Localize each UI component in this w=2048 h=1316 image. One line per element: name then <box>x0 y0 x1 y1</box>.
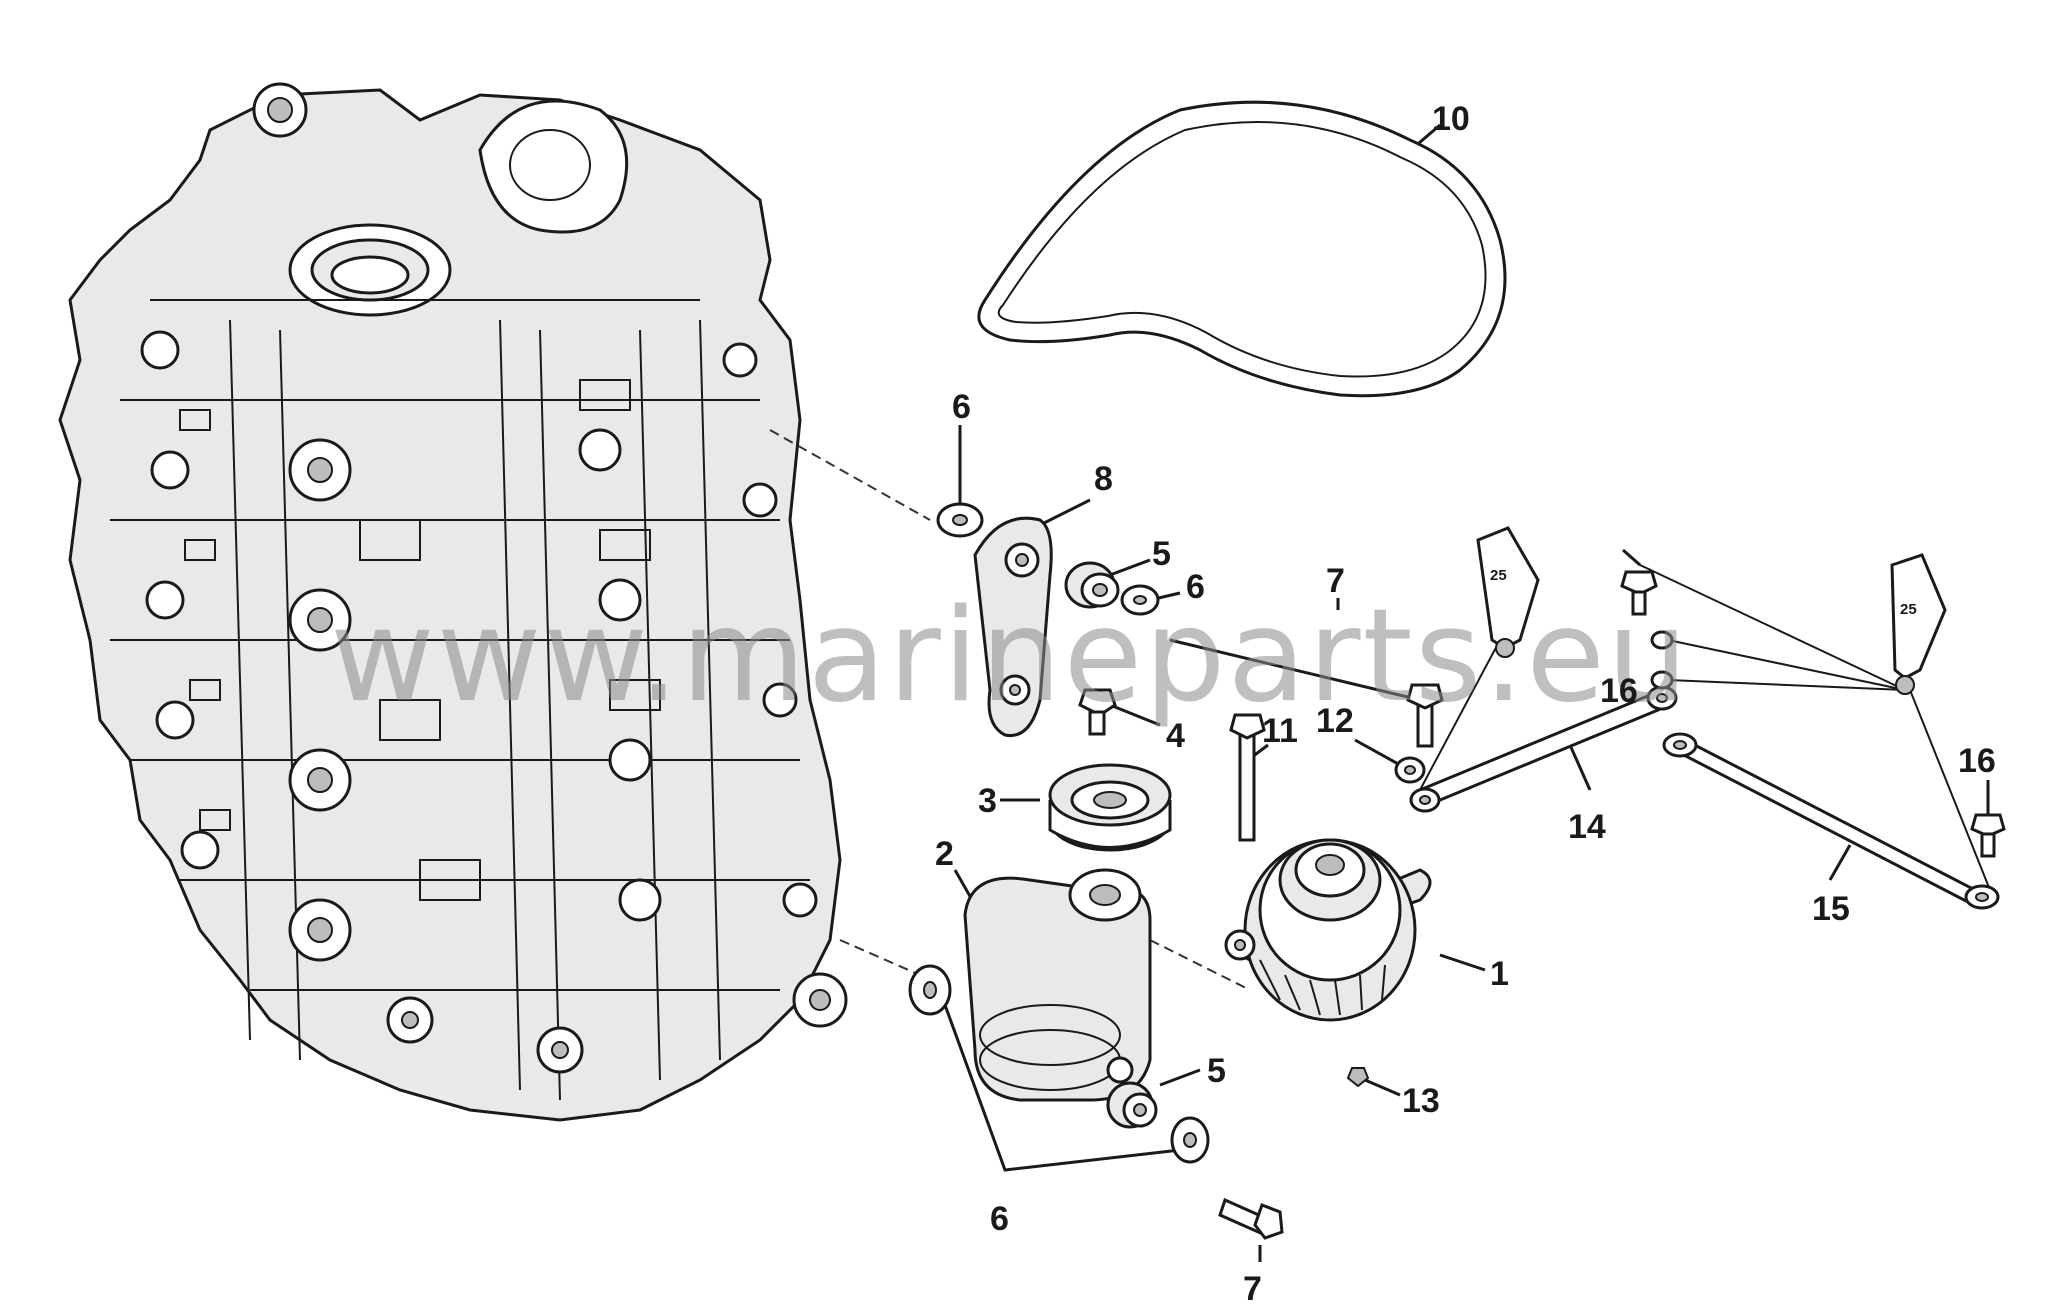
callout-15: 15 <box>1812 890 1850 928</box>
sealant-tube-left: 25 <box>1476 526 1540 658</box>
callout-10: 10 <box>1432 100 1470 138</box>
callout-labels: 10 6 8 5 6 7 4 3 11 12 16 14 16 15 2 1 5… <box>935 100 1996 1308</box>
spacer-12 <box>1394 756 1426 784</box>
bolt-4 <box>1078 688 1117 736</box>
bolt-7-lower <box>1218 1197 1284 1240</box>
callout-5-upper: 5 <box>1152 535 1171 573</box>
callout-12: 12 <box>1316 702 1354 740</box>
nut-13 <box>1346 1067 1370 1088</box>
tube-label-left: 25 <box>1490 567 1507 584</box>
sealant-tube-right: 25 <box>1890 553 1947 695</box>
tie-rod-15 <box>1662 732 2000 910</box>
alternator <box>1224 838 1432 1022</box>
callout-6-mid: 6 <box>1186 568 1205 606</box>
callout-7-bottom: 7 <box>1243 1270 1262 1308</box>
washer-lower-right <box>1170 1116 1210 1164</box>
watermark: www.marineparts.eu <box>330 582 1690 731</box>
callout-14: 14 <box>1568 808 1606 846</box>
pulley-3 <box>1048 763 1172 852</box>
callout-2: 2 <box>935 835 954 873</box>
washer-top <box>936 502 984 538</box>
tube-label-right: 25 <box>1900 601 1917 618</box>
callout-13: 13 <box>1402 1082 1440 1120</box>
bushing-upper <box>1064 561 1120 609</box>
engine-block <box>58 82 848 1122</box>
washer-lower-left <box>908 964 952 1016</box>
callout-1: 1 <box>1490 955 1509 993</box>
bolt-11 <box>1229 713 1266 842</box>
callout-16-top: 16 <box>1600 672 1638 710</box>
callout-16-right: 16 <box>1958 742 1996 780</box>
bolt-7-mid <box>1406 683 1444 748</box>
callout-4: 4 <box>1166 717 1185 755</box>
drive-belt <box>977 100 1507 398</box>
tie-rod-14 <box>1409 685 1678 813</box>
bolt-16-right <box>1970 813 2006 858</box>
washer-mid <box>1120 584 1160 616</box>
bushing-lower <box>1106 1081 1158 1129</box>
callout-11: 11 <box>1262 712 1298 750</box>
callout-3: 3 <box>978 782 997 820</box>
callout-6-bottom: 6 <box>990 1200 1009 1238</box>
callout-6-top: 6 <box>952 388 971 426</box>
tensioner-bracket <box>973 516 1053 738</box>
callout-5-lower: 5 <box>1207 1052 1226 1090</box>
belt-tensioner <box>963 868 1152 1102</box>
callout-8: 8 <box>1094 460 1113 498</box>
callout-7-mid: 7 <box>1326 562 1345 600</box>
bolt-16-top <box>1620 570 1658 616</box>
small-washers-rod <box>1650 630 1674 690</box>
